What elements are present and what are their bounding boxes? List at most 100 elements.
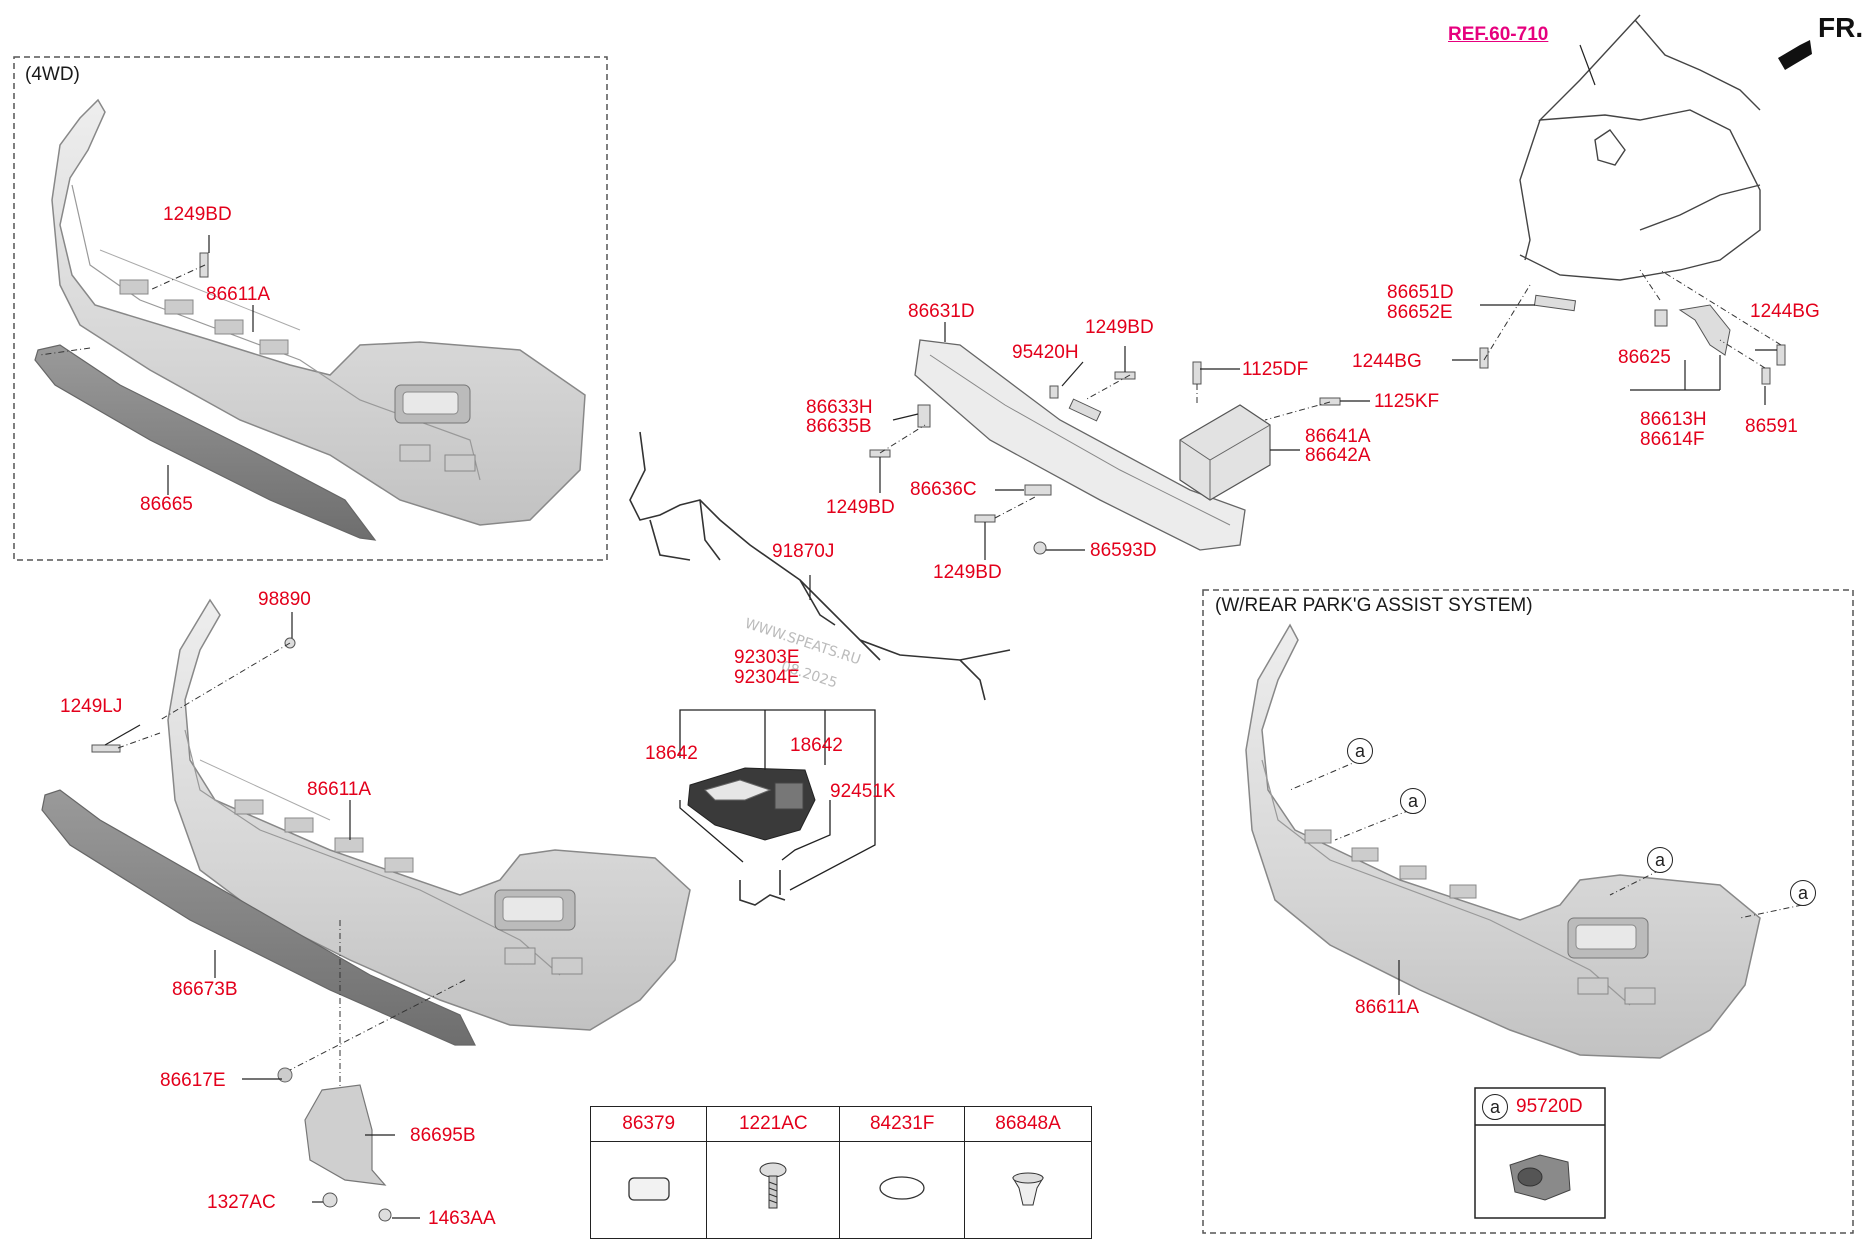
bumper-main — [167, 598, 691, 1031]
part-label-86652e[interactable]: 86652E — [1387, 302, 1453, 323]
clip-1463aa — [378, 1208, 392, 1222]
nut-86593d — [1033, 541, 1047, 555]
part-label-86635b[interactable]: 86635B — [806, 416, 872, 437]
wiring-harness — [629, 431, 1011, 701]
section-frame-park-assist — [1202, 589, 1854, 1234]
callout-a-marker: a — [1647, 847, 1673, 873]
part-label-86613h[interactable]: 86613H — [1640, 409, 1707, 430]
sensor-box — [1474, 1087, 1606, 1219]
bracket-86651d — [1533, 294, 1577, 312]
bolt-1249bd-d — [974, 514, 996, 523]
leader-lines — [104, 44, 1777, 1219]
part-label-1249bd[interactable]: 1249BD — [933, 562, 1002, 583]
bracket-86633h — [917, 404, 931, 428]
part-label-92303e[interactable]: 92303E — [734, 647, 800, 668]
part-label-86591[interactable]: 86591 — [1745, 416, 1798, 437]
table-image-cell — [589, 1141, 708, 1239]
clip-86625 — [1654, 309, 1668, 327]
clip-icon — [1012, 1172, 1044, 1205]
part-label-95420h[interactable]: 95420H — [1012, 342, 1079, 363]
quarter-panel — [1519, 14, 1761, 281]
cap-86617e — [277, 1067, 293, 1083]
callout-a-marker: a — [1790, 880, 1816, 906]
table-header-cell[interactable]: 86848A — [964, 1106, 1092, 1142]
table-image-cell — [964, 1141, 1092, 1239]
part-label-1244bg[interactable]: 1244BG — [1352, 351, 1422, 372]
section-title-park-assist: (W/REAR PARK'G ASSIST SYSTEM) — [1215, 595, 1533, 616]
part-label-1327ac[interactable]: 1327AC — [207, 1192, 276, 1213]
part-label-86625[interactable]: 86625 — [1618, 347, 1671, 368]
table-header-cell[interactable]: 86379 — [589, 1106, 708, 1142]
bolt-1249bd-c — [869, 449, 891, 458]
part-label-86611a[interactable]: 86611A — [206, 284, 271, 305]
part-label-1244bg[interactable]: 1244BG — [1750, 301, 1820, 322]
part-label-86665[interactable]: 86665 — [140, 494, 193, 515]
front-arrow-icon — [1778, 40, 1812, 70]
plug-icon — [879, 1175, 925, 1200]
reinforcement-beam — [914, 339, 1246, 551]
dashed-assembly-lines — [39, 264, 1803, 1088]
part-label-92451k[interactable]: 92451K — [830, 781, 896, 802]
small-parts-table: 86379 1221AC 84231F 86848A — [589, 1106, 1092, 1239]
bolt-95420h — [1049, 385, 1059, 399]
nut-1327ac — [322, 1192, 338, 1208]
park-sensor — [1509, 1154, 1571, 1201]
table-image-cell — [839, 1141, 966, 1239]
part-label-86593d[interactable]: 86593D — [1090, 540, 1157, 561]
part-label-1125kf[interactable]: 1125KF — [1374, 391, 1440, 412]
part-label-91870j[interactable]: 91870J — [772, 541, 835, 562]
bolt-1244bg-a — [1479, 347, 1489, 369]
bolt-1125kf — [1319, 397, 1341, 406]
callout-a-marker: a — [1482, 1094, 1508, 1120]
part-label-86631d[interactable]: 86631D — [908, 301, 975, 322]
part-label-1463aa[interactable]: 1463AA — [428, 1208, 496, 1229]
bolt-1244bg-b — [1776, 344, 1786, 366]
callout-a-marker: a — [1400, 788, 1426, 814]
part-label-86651d[interactable]: 86651D — [1387, 282, 1454, 303]
reflector-lamp — [687, 767, 816, 841]
part-label-1249bd[interactable]: 1249BD — [1085, 317, 1154, 338]
part-label-86614f[interactable]: 86614F — [1640, 429, 1705, 450]
bracket-95420h — [1068, 398, 1102, 422]
pad-icon — [628, 1176, 670, 1201]
lamp-socket-harness — [739, 870, 786, 906]
part-label-95720d[interactable]: 95720D — [1516, 1096, 1583, 1117]
part-label-1125df[interactable]: 1125DF — [1242, 359, 1309, 380]
table-header-cell[interactable]: 1221AC — [706, 1106, 841, 1142]
bumper-4wd — [51, 98, 586, 526]
part-label-86695b[interactable]: 86695B — [410, 1125, 476, 1146]
bracket-86695b — [304, 1084, 387, 1186]
part-label-18642[interactable]: 18642 — [790, 735, 843, 756]
bumper-park-assist — [1245, 623, 1761, 1059]
part-label-98890[interactable]: 98890 — [258, 589, 311, 610]
table-image-cell — [706, 1141, 841, 1239]
part-label-86673b[interactable]: 86673B — [172, 979, 238, 1000]
part-label-86636c[interactable]: 86636C — [910, 479, 977, 500]
callout-a-marker: a — [1347, 738, 1373, 764]
bracket-86613h — [1678, 304, 1731, 356]
bolt-1249lj — [91, 744, 121, 753]
section-frame-4wd — [13, 56, 608, 561]
part-label-1249bd[interactable]: 1249BD — [163, 204, 232, 225]
bracket-86636c — [1024, 484, 1052, 496]
part-label-86641a[interactable]: 86641A — [1305, 426, 1371, 447]
part-label-86617e[interactable]: 86617E — [160, 1070, 226, 1091]
part-label-1249lj[interactable]: 1249LJ — [60, 696, 123, 717]
table-header-cell[interactable]: 84231F — [839, 1106, 966, 1142]
reference-link[interactable]: REF.60-710 — [1448, 24, 1549, 45]
part-label-86642a[interactable]: 86642A — [1305, 445, 1371, 466]
front-direction-label: FR. — [1818, 12, 1864, 43]
part-label-18642[interactable]: 18642 — [645, 743, 698, 764]
part-label-1249bd[interactable]: 1249BD — [826, 497, 895, 518]
section-title-4wd: (4WD) — [25, 64, 80, 85]
part-label-86611a[interactable]: 86611A — [307, 779, 372, 800]
part-label-92304e[interactable]: 92304E — [734, 667, 800, 688]
lower-panel-main — [41, 789, 476, 1046]
part-label-86611a[interactable]: 86611A — [1355, 997, 1420, 1018]
bolt-1125df — [1192, 361, 1202, 385]
energy-absorber — [1179, 404, 1271, 501]
lower-panel-4wd — [34, 344, 377, 541]
part-label-86633h[interactable]: 86633H — [806, 397, 873, 418]
